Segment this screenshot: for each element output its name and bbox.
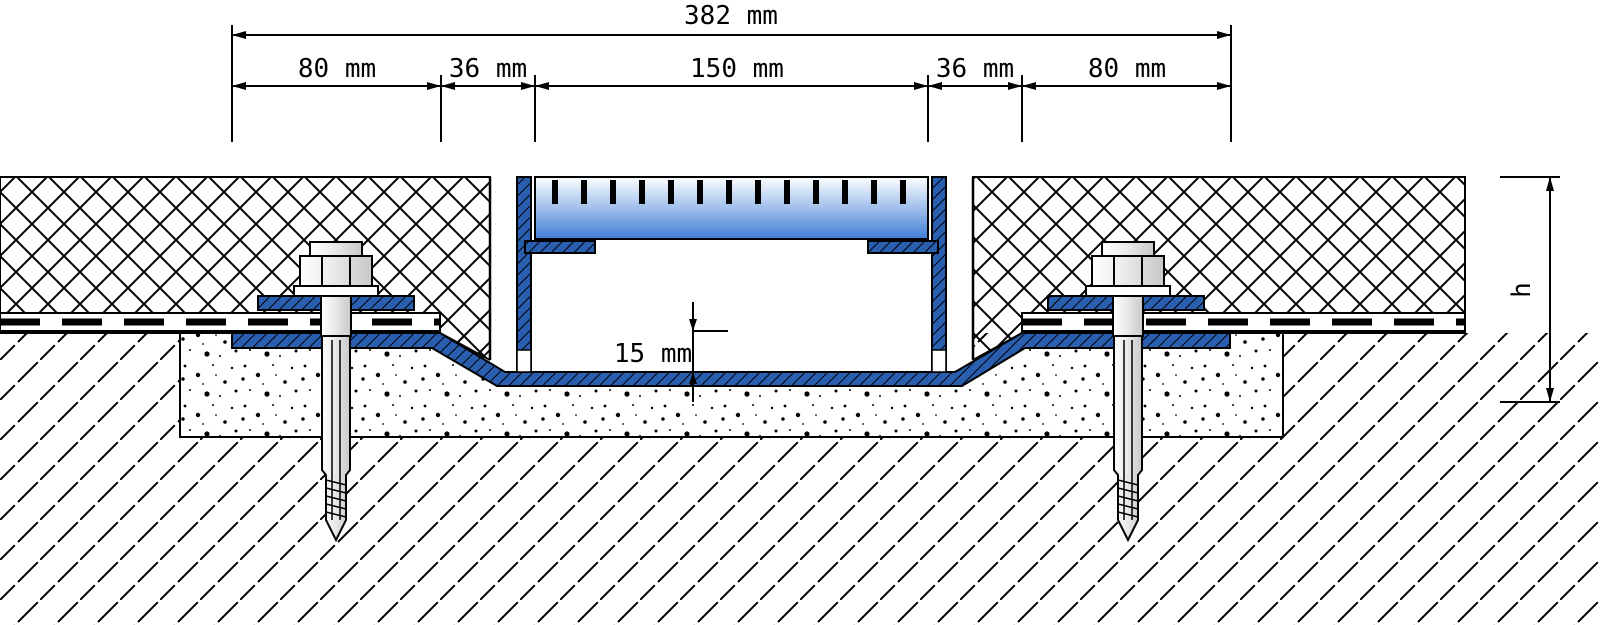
hex-nut [299, 255, 373, 287]
grate-slot [581, 180, 587, 204]
depth-label: 15 mm [614, 339, 692, 369]
grate-slot [842, 180, 848, 204]
anchor-bolt-left [293, 241, 379, 543]
grate-slot [697, 180, 703, 204]
dimension-lines [231, 25, 1560, 403]
grate-slot [726, 180, 732, 204]
grate-slots [552, 180, 906, 204]
grate-slot [871, 180, 877, 204]
bolt-shank [1112, 295, 1144, 337]
segment-label-3: 150 mm [690, 54, 784, 84]
sealing-membrane-right [1021, 312, 1466, 332]
height-label: h [1507, 282, 1537, 298]
grate-slot [610, 180, 616, 204]
anchor-bolt-right [1085, 241, 1171, 543]
washer [293, 285, 379, 297]
grate-slot [784, 180, 790, 204]
grate-slot [755, 180, 761, 204]
segment-label-1: 80 mm [298, 54, 376, 84]
hex-nut [1091, 255, 1165, 287]
grate-slot [639, 180, 645, 204]
grate-slot [668, 180, 674, 204]
segment-label-4: 36 mm [936, 54, 1014, 84]
nut-cap [309, 241, 363, 257]
grate-slot [813, 180, 819, 204]
grate-slot [552, 180, 558, 204]
grate [524, 176, 939, 254]
overall-width-label: 382 mm [684, 1, 778, 31]
segment-label-5: 80 mm [1088, 54, 1166, 84]
washer [1085, 285, 1171, 297]
bolt-shank [320, 295, 352, 337]
sealing-membrane-left [0, 312, 441, 332]
nut-cap [1101, 241, 1155, 257]
grate-slot [900, 180, 906, 204]
segment-label-2: 36 mm [449, 54, 527, 84]
channel-body [231, 176, 1231, 387]
